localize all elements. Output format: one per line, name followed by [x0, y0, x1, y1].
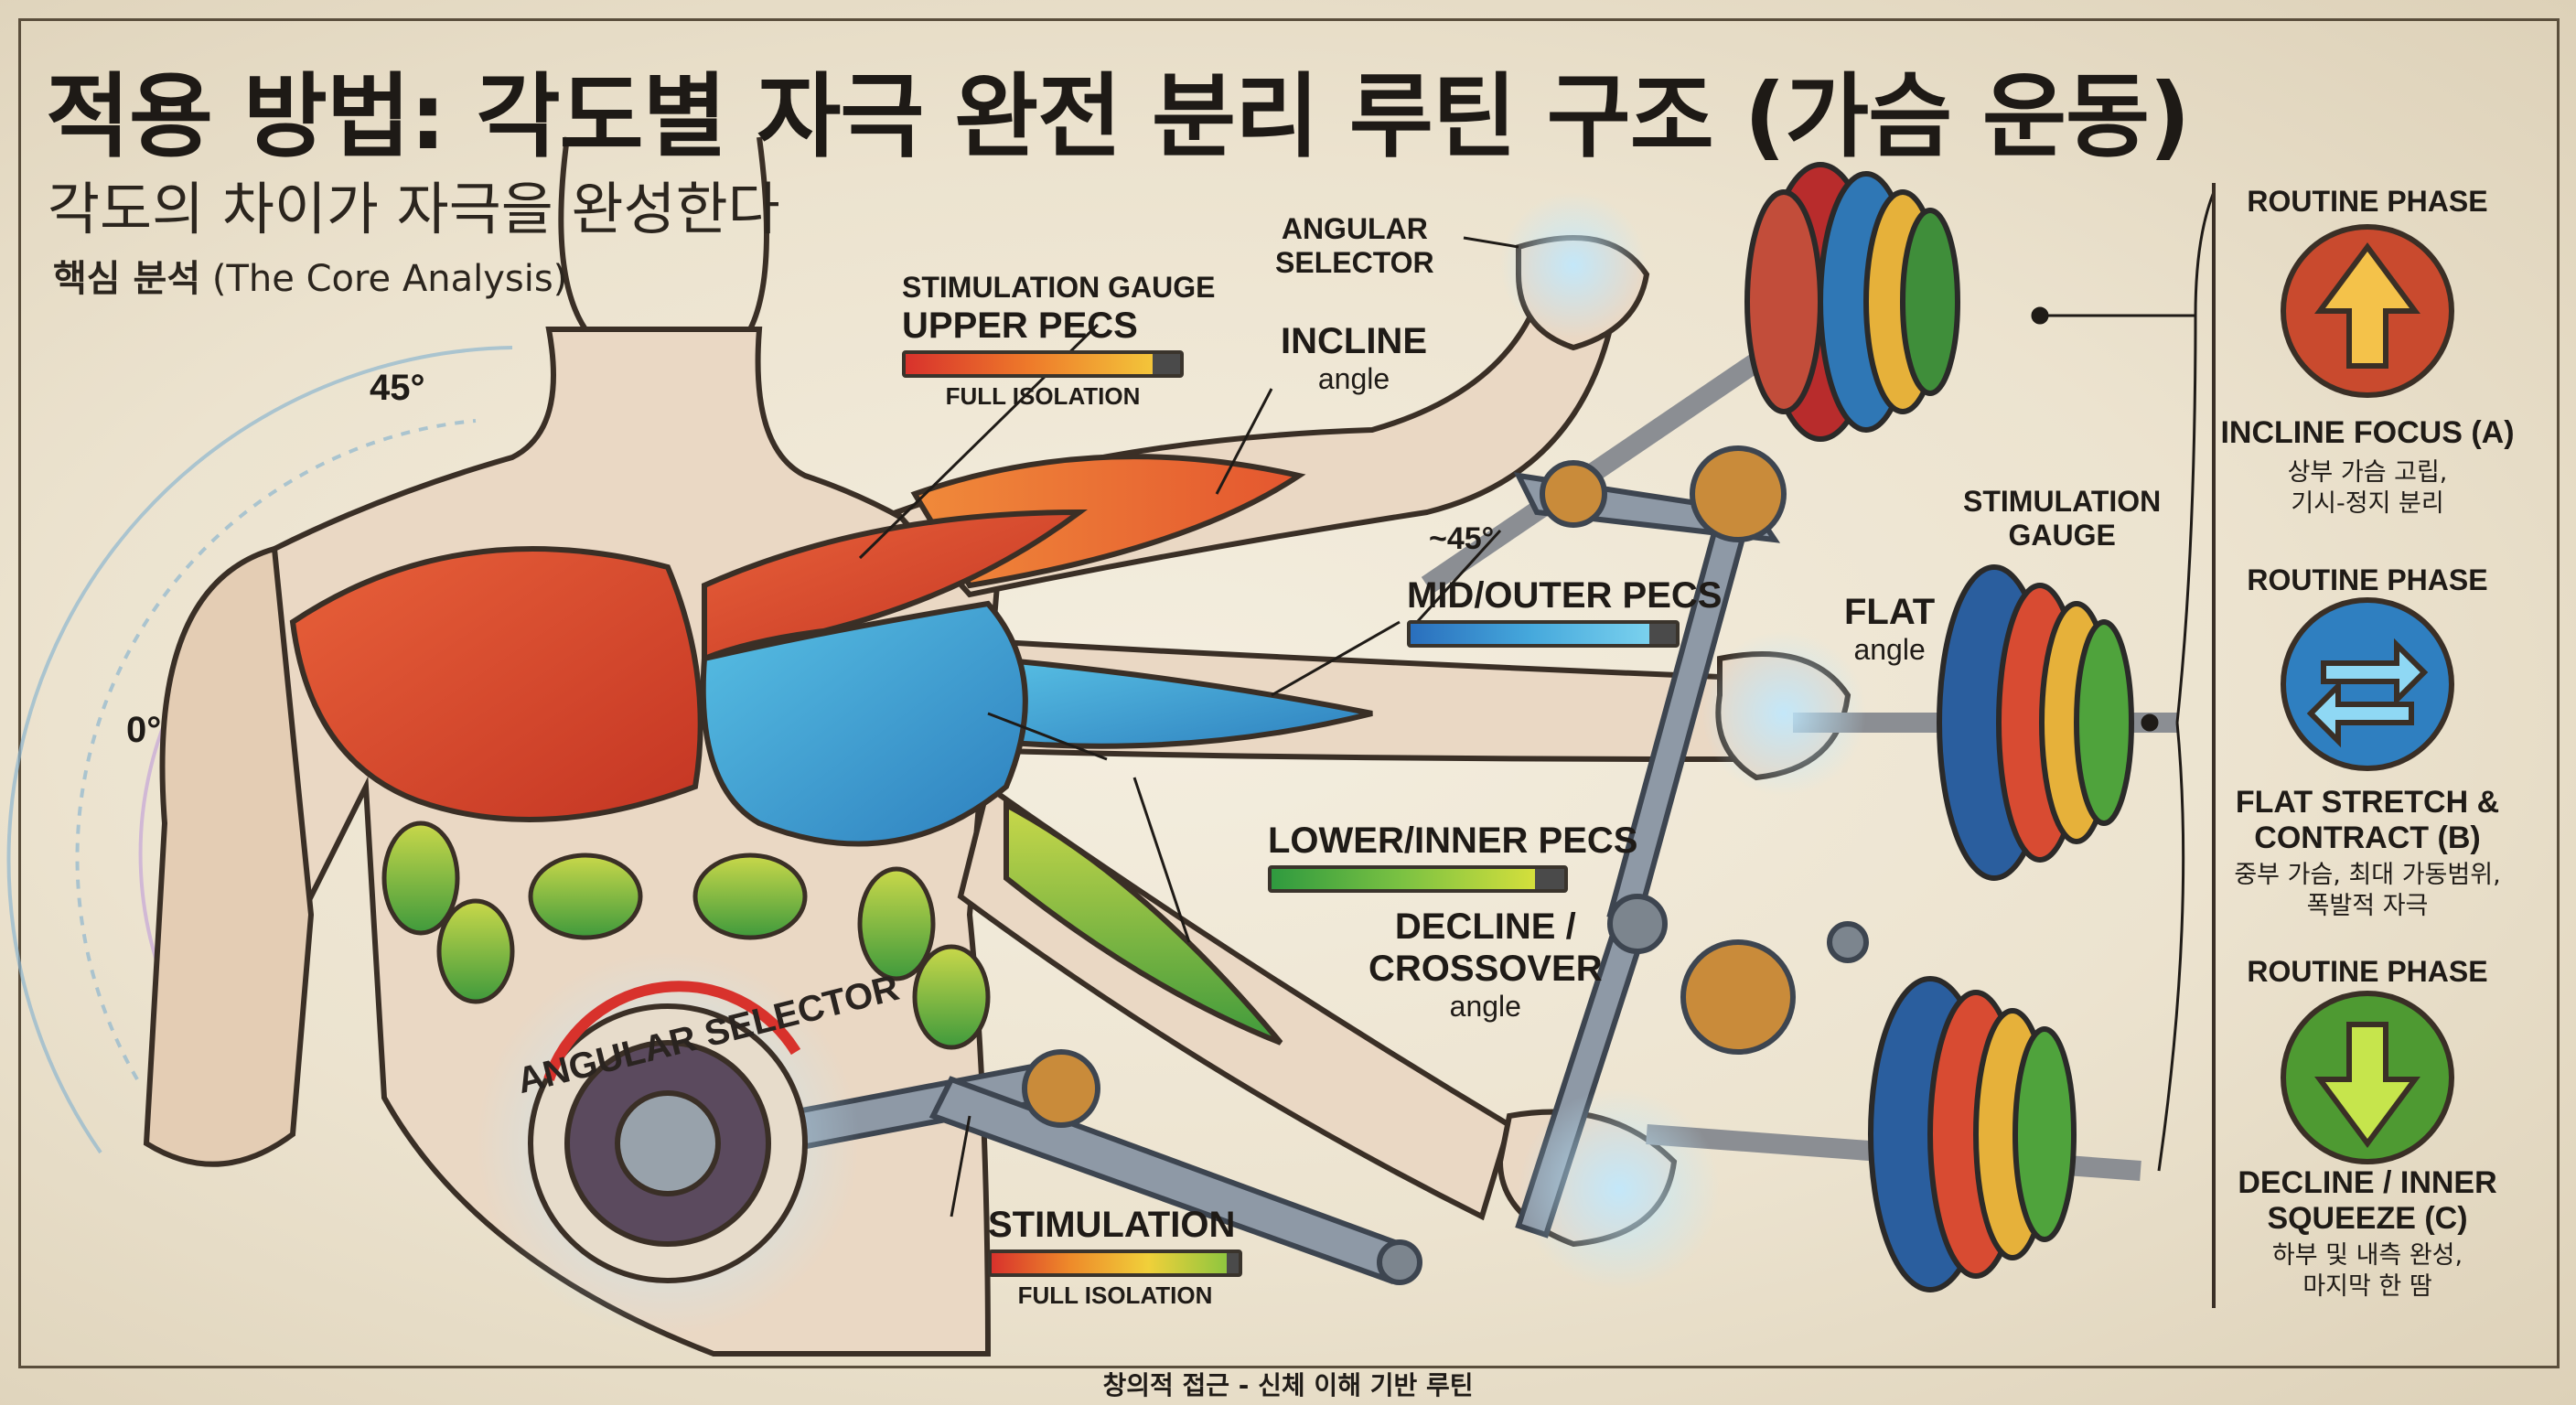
left-arm — [143, 545, 315, 1167]
gauge-lower-name: LOWER/INNER PECS — [1268, 820, 1638, 861]
incline-angle-unit: angle — [1317, 362, 1390, 395]
grip-glow-incline — [1500, 192, 1647, 338]
phase-c-header: ROUTINE PHASE — [2247, 955, 2488, 988]
angular-selector-label: ANGULAR SELECTOR — [1275, 212, 1434, 279]
flat-angle-label: FLAT angle — [1844, 591, 1935, 667]
phase-b-desc: 중부 가슴, 최대 가동범위, 폭발적 자극 — [2234, 861, 2501, 920]
core-analysis-ko: 핵심 분석 — [53, 258, 201, 300]
phase-a-name: INCLINE FOCUS (A) — [2220, 415, 2515, 450]
gauge-upper-title: STIMULATION GAUGE — [902, 271, 1216, 304]
gauge-lower-bar — [1268, 865, 1568, 893]
serratus — [381, 820, 991, 1050]
left-pec — [289, 546, 703, 822]
right-pec-lower — [700, 600, 1028, 847]
decline-angle-label: DECLINE / CROSSOVER angle — [1368, 906, 1603, 1024]
phase-a-header: ROUTINE PHASE — [2247, 185, 2488, 218]
gauge-bottom-title: STIMULATION — [988, 1205, 1236, 1245]
gauge-mid-name: MID/OUTER PECS — [1407, 575, 1723, 616]
gauge-mid-bar — [1407, 620, 1680, 648]
barbell-incline — [1421, 162, 1960, 595]
stimulation-gauge-right-label: STIMULATION GAUGE — [1963, 485, 2162, 552]
gauge-bottom-caption: FULL ISOLATION — [1017, 1282, 1213, 1309]
incline-angle-name: INCLINE — [1281, 321, 1427, 361]
flat-angle-unit: angle — [1853, 633, 1926, 666]
angle-0-label: 0° — [126, 710, 162, 750]
barbell-decline — [1646, 976, 2141, 1292]
gauge-mid-outer-pecs: MID/OUTER PECS — [1407, 574, 1722, 648]
leader-lines — [858, 191, 2216, 1217]
phase-c-name: DECLINE / INNER SQUEEZE (C) — [2238, 1165, 2497, 1237]
angle-45-label: 45° — [370, 368, 425, 408]
phase-icon-incline — [2281, 224, 2454, 398]
phase-b-name: FLAT STRETCH & CONTRACT (B) — [2235, 785, 2500, 856]
gauge-lower-inner-pecs: LOWER/INNER PECS — [1268, 820, 1637, 893]
decline-angle-name: DECLINE / CROSSOVER — [1368, 906, 1603, 989]
gauge-upper-name: UPPER PECS — [902, 305, 1138, 346]
gauge-bottom-bar — [988, 1249, 1242, 1277]
gauge-upper-pecs: STIMULATION GAUGE UPPER PECS FULL ISOLAT… — [902, 271, 1216, 411]
flat-angle-name: FLAT — [1844, 592, 1936, 632]
angular-selector-dial — [476, 951, 860, 1335]
incline-angle-label: INCLINE angle — [1281, 320, 1427, 396]
page-subtitle: 각도의 차이가 자극을 완성한다 — [48, 176, 780, 242]
barbell-flat — [1793, 564, 2177, 881]
grip-glow-flat — [1701, 631, 1866, 796]
core-analysis-heading: 핵심 분석 (The Core Analysis) — [53, 249, 567, 302]
phase-icon-flat — [2281, 597, 2454, 771]
angle-approx45-label: ~45° — [1429, 521, 1495, 556]
page-frame — [18, 18, 2560, 1368]
phase-a-desc: 상부 가슴 고립, 기시-정지 분리 — [2287, 458, 2448, 518]
decline-angle-unit: angle — [1449, 990, 1521, 1023]
phase-c-desc: 하부 및 내측 완성, 마지막 한 땀 — [2271, 1241, 2463, 1301]
gauge-upper-caption: FULL ISOLATION — [945, 381, 1141, 410]
footer-caption: 창의적 접근 - 신체 이해 기반 루틴 — [1102, 1370, 1474, 1400]
core-analysis-en: (The Core Analysis) — [211, 258, 568, 300]
gauge-stimulation-bottom: STIMULATION FULL ISOLATION — [988, 1204, 1242, 1310]
grip-glow-decline — [1519, 1089, 1720, 1290]
phase-icon-decline — [2281, 991, 2454, 1164]
phase-b-header: ROUTINE PHASE — [2247, 563, 2488, 596]
right-pec-upper — [702, 509, 1089, 663]
page-title: 적용 방법: 각도별 자극 완전 분리 루틴 구조 (가슴 운동) — [46, 63, 2191, 170]
gauge-upper-bar — [902, 349, 1184, 378]
